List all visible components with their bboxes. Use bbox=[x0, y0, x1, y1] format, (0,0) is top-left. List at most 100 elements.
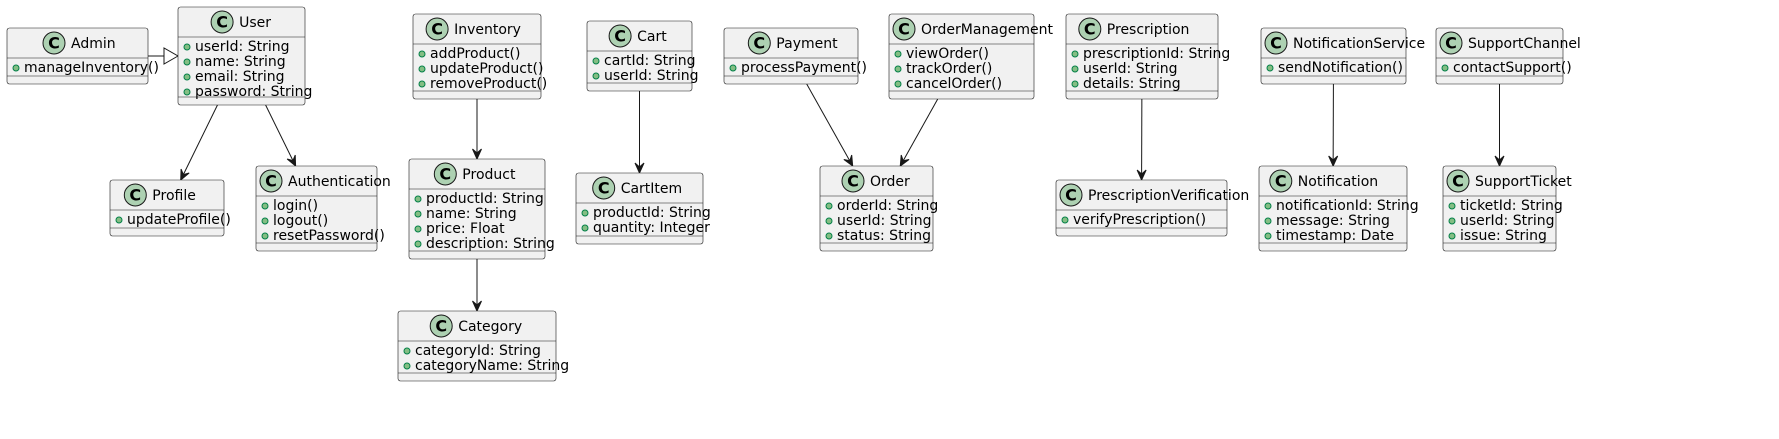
class-stereotype-icon bbox=[1264, 31, 1288, 55]
class-member: verifyPrescription() bbox=[1073, 212, 1206, 228]
association-arrowhead bbox=[634, 162, 645, 175]
class-member: cancelOrder() bbox=[906, 76, 1002, 92]
class-member: userId: String bbox=[837, 213, 932, 229]
class-stereotype-icon bbox=[259, 169, 283, 193]
classes-layer: C Admin manageInventory() C User userId: Stri… bbox=[6, 6, 1581, 382]
class-box bbox=[888, 13, 1035, 100]
association-line bbox=[265, 104, 297, 167]
class-member: userId: String bbox=[1083, 61, 1178, 77]
class-name: OrderManagement bbox=[921, 22, 1054, 38]
class-name: Profile bbox=[152, 188, 196, 204]
class-stereotype-letter: C bbox=[1065, 186, 1077, 205]
relation-inventory-to-product bbox=[472, 99, 482, 161]
public-visibility-icon bbox=[414, 195, 422, 203]
class-name: Admin bbox=[71, 36, 116, 52]
class-member: price: Float bbox=[426, 221, 505, 237]
public-visibility-icon bbox=[894, 65, 902, 73]
class-stereotype-icon bbox=[841, 169, 865, 193]
class-name: PrescriptionVerification bbox=[1088, 188, 1249, 204]
class-member: details: String bbox=[1083, 76, 1181, 92]
relation-prescription-to-prescription-verification bbox=[1136, 98, 1147, 182]
public-visibility-icon bbox=[581, 209, 589, 217]
class-stereotype-letter: C bbox=[753, 34, 765, 53]
class-profile: C Profile updateProfile() bbox=[109, 179, 231, 237]
class-box bbox=[177, 6, 306, 106]
class-member: sendNotification() bbox=[1278, 60, 1403, 76]
class-member: productId: String bbox=[593, 205, 711, 221]
class-name: SupportChannel bbox=[1468, 36, 1581, 52]
public-visibility-icon bbox=[729, 64, 737, 72]
association-arrowhead bbox=[472, 148, 482, 161]
association-arrowhead bbox=[899, 154, 910, 168]
relation-product-to-category bbox=[472, 259, 482, 313]
class-stereotype-letter: C bbox=[129, 186, 141, 205]
class-member: userId: String bbox=[195, 39, 290, 55]
relation-notification-service-to-notification bbox=[1328, 83, 1339, 168]
class-box bbox=[1435, 27, 1564, 85]
class-box bbox=[1260, 27, 1407, 85]
class-member: status: String bbox=[837, 228, 931, 244]
public-visibility-icon bbox=[414, 210, 422, 218]
class-member: quantity: Integer bbox=[593, 220, 710, 236]
class-member: updateProfile() bbox=[127, 212, 231, 228]
public-visibility-icon bbox=[1448, 202, 1456, 210]
public-visibility-icon bbox=[115, 216, 123, 224]
public-visibility-icon bbox=[825, 202, 833, 210]
class-box bbox=[1065, 13, 1219, 100]
public-visibility-icon bbox=[261, 202, 269, 210]
class-member: manageInventory() bbox=[24, 60, 159, 76]
public-visibility-icon bbox=[183, 88, 191, 96]
class-stereotype-letter: C bbox=[48, 34, 60, 53]
class-box bbox=[255, 165, 378, 252]
class-name: Authentication bbox=[288, 174, 391, 190]
public-visibility-icon bbox=[418, 65, 426, 73]
class-stereotype-icon bbox=[433, 162, 457, 186]
class-member: issue: String bbox=[1460, 228, 1547, 244]
class-member: notificationId: String bbox=[1276, 198, 1419, 214]
class-name: User bbox=[239, 15, 271, 31]
relation-support-channel-to-support-ticket bbox=[1494, 84, 1505, 168]
relations-layer bbox=[148, 47, 1505, 313]
association-arrowhead bbox=[472, 300, 482, 313]
relation-admin-to-user bbox=[148, 47, 180, 65]
class-member: userId: String bbox=[604, 68, 699, 84]
public-visibility-icon bbox=[12, 64, 20, 72]
class-name: Inventory bbox=[454, 22, 521, 38]
class-admin: C Admin manageInventory() bbox=[6, 27, 159, 85]
class-member: password: String bbox=[195, 84, 312, 100]
public-visibility-icon bbox=[1266, 64, 1274, 72]
class-member: description: String bbox=[426, 236, 555, 252]
class-name: CartItem bbox=[621, 181, 682, 197]
class-stereotype-letter: C bbox=[1084, 20, 1096, 39]
class-stereotype-icon bbox=[210, 10, 234, 34]
public-visibility-icon bbox=[418, 50, 426, 58]
class-name: NotificationService bbox=[1293, 36, 1425, 52]
public-visibility-icon bbox=[825, 232, 833, 240]
public-visibility-icon bbox=[414, 240, 422, 248]
public-visibility-icon bbox=[592, 57, 600, 65]
class-stereotype-icon bbox=[747, 31, 771, 55]
class-stereotype-icon bbox=[1078, 17, 1102, 41]
class-member: name: String bbox=[426, 206, 517, 222]
public-visibility-icon bbox=[1448, 217, 1456, 225]
public-visibility-icon bbox=[261, 232, 269, 240]
public-visibility-icon bbox=[1061, 216, 1069, 224]
class-member: viewOrder() bbox=[906, 46, 989, 62]
public-visibility-icon bbox=[1071, 80, 1079, 88]
class-member: addProduct() bbox=[430, 46, 520, 62]
class-stereotype-icon bbox=[608, 24, 632, 48]
class-stereotype-icon bbox=[892, 17, 916, 41]
class-stereotype-letter: C bbox=[1275, 172, 1287, 191]
association-arrowhead bbox=[286, 154, 297, 168]
